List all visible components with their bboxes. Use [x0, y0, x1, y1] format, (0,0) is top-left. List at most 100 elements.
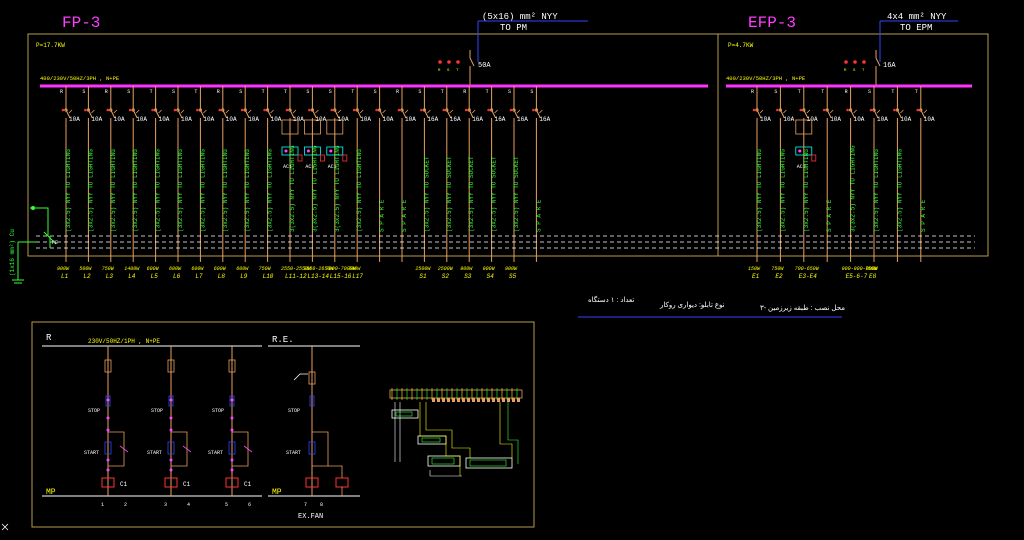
- efp3-feeder-to: TO EPM: [900, 23, 932, 33]
- contactor-coil-dot: [329, 149, 333, 153]
- rung-start-label: START: [208, 450, 223, 456]
- circuit-id: E5-6-7: [846, 273, 868, 280]
- wiring-device-inner: [421, 437, 441, 443]
- circuit-description: (3x2.5) NYY TO LIGHTING: [110, 149, 117, 232]
- breaker-trip: [68, 109, 73, 114]
- fp3-main-breaker-rating: 50A: [478, 62, 491, 70]
- circuit-rating: 10A: [924, 116, 935, 123]
- breaker-indicator: [263, 108, 266, 112]
- circuit-phase: T: [441, 89, 444, 95]
- breaker-indicator: [240, 108, 244, 112]
- breaker-indicator: [846, 108, 849, 112]
- main-breaker-phase-label: T: [862, 69, 865, 73]
- panel-frame: [27, 33, 989, 257]
- wiring-run: [419, 402, 461, 476]
- circuit-rating: 10A: [181, 116, 192, 123]
- circuit-phase: T: [821, 89, 824, 95]
- main-breaker-phase-label: S: [447, 69, 450, 73]
- terminal-block: [512, 398, 515, 402]
- terminal-block: [492, 398, 495, 402]
- terminal-block: [452, 398, 455, 402]
- breaker-trip: [923, 109, 928, 114]
- breaker-trip: [853, 109, 857, 114]
- rung-coil-label: C1: [120, 481, 128, 488]
- breaker-pivot: [400, 108, 404, 112]
- breaker-trip: [449, 109, 454, 114]
- contactor-label: AC1: [797, 164, 806, 170]
- circuit-rating: 10A: [293, 116, 304, 123]
- breaker-indicator: [799, 108, 803, 112]
- rung-fuse: [308, 371, 316, 385]
- breaker-indicator: [308, 108, 311, 112]
- circuit-id: L6: [173, 273, 181, 280]
- main-breaker-phase-label: R: [438, 69, 441, 73]
- note-type: نوع تابلو: دیواری روکار: [659, 301, 725, 309]
- circuit-phase: R: [751, 89, 754, 95]
- breaker-indicator: [822, 108, 826, 112]
- circuit-rating: 10A: [877, 116, 888, 123]
- breaker-trip: [359, 109, 364, 114]
- circuit-id: E1: [752, 273, 760, 280]
- circuit-description: (3x2.5) NYY TO LIGHTING: [756, 149, 763, 232]
- rung-start-label: START: [84, 450, 99, 456]
- rung-aux-contact: [119, 445, 129, 453]
- wiring-run: [425, 402, 471, 458]
- circuit-phase: R: [217, 89, 220, 95]
- circuit-description: (3x2.5) NYY TO SOCKET: [491, 156, 498, 232]
- rung-node: [230, 398, 234, 402]
- circuit-description: (3x2.5) NYY TO LIGHTING: [65, 149, 72, 232]
- fp3-title: FP-3: [62, 14, 100, 32]
- circuit-rating: 10A: [383, 116, 394, 123]
- rung-fuse: [228, 359, 236, 373]
- breaker-trip: [91, 109, 95, 114]
- circuit-id: L5: [151, 273, 159, 280]
- rung-fan-wire: [328, 465, 343, 478]
- circuit-phase: S: [329, 89, 332, 95]
- circuit-phase: R: [105, 89, 108, 95]
- rung-coil: [225, 477, 239, 488]
- circuit-load: 700W: [348, 266, 361, 272]
- contactor-coil-dot: [284, 149, 288, 153]
- breaker-trip: [113, 109, 118, 114]
- circuit-phase: S: [239, 89, 242, 95]
- circuit-description: (3x2.5) NYY TO LIGHTING: [779, 149, 786, 232]
- circuit-load: 2500W: [438, 266, 454, 272]
- breaker-trip: [427, 109, 431, 114]
- wiring-device: [391, 409, 419, 419]
- circuit-load: 2550-2550W: [281, 266, 312, 272]
- rung-hold-loop: [171, 431, 188, 467]
- breaker-indicator: [487, 108, 490, 112]
- main-breaker-phase-dot: [844, 60, 848, 64]
- rung-stop-label: STOP: [212, 408, 224, 414]
- circuit-description: 3(3x2.5) NYY TO LIGHTING: [334, 145, 341, 232]
- breaker-trip: [180, 109, 185, 114]
- rung-node: [230, 416, 234, 420]
- circuit-description: (3x2.5) NYY TO LIGHTING: [177, 149, 184, 232]
- rung-terminal: 2: [124, 502, 127, 508]
- main-breaker-phase-dot: [456, 60, 460, 64]
- circuit-description: S P A R E: [826, 199, 833, 232]
- contactor-label: AC1: [283, 164, 292, 170]
- circuit-id: L13-14: [307, 273, 329, 280]
- breaker-indicator: [397, 108, 401, 112]
- breaker-trip: [539, 109, 543, 114]
- terminal-block: [432, 398, 435, 402]
- breaker-indicator: [916, 108, 920, 112]
- fp3-feeder-to: TO PM: [500, 23, 527, 33]
- breaker-trip: [270, 109, 274, 114]
- circuit-load: 600W: [214, 266, 227, 272]
- control-frame: [31, 321, 535, 528]
- circuit-rating: 10A: [271, 116, 282, 123]
- rung-start-contact: [104, 441, 112, 455]
- breaker-indicator: [128, 108, 132, 112]
- breaker-indicator: [776, 108, 779, 112]
- rung-stop-contact: [309, 395, 315, 407]
- circuit-load: 750W: [102, 266, 115, 272]
